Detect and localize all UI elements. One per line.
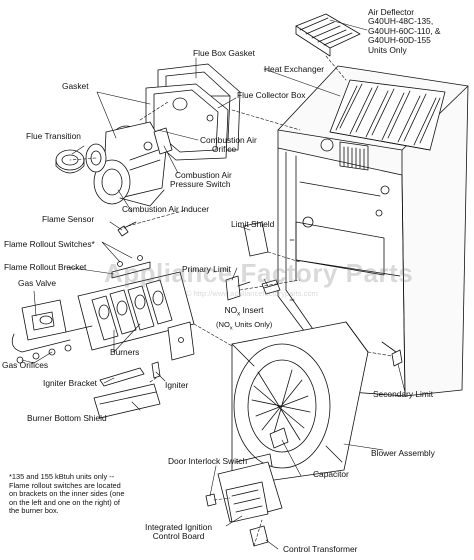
- label-door-interlock-switch: Door Interlock Switch: [168, 456, 248, 466]
- label-burners: Burners: [110, 347, 140, 357]
- flame-rollout-bracket-drawing: [111, 255, 151, 279]
- gas-valve-drawing: [11, 299, 93, 364]
- label-blower-assembly: Blower Assembly: [371, 448, 435, 458]
- pressure-switch-drawing: [143, 127, 173, 155]
- label-igniter: Igniter: [165, 380, 189, 390]
- label-combustion-air-inducer: Combustion Air Inducer: [122, 204, 210, 214]
- label-igniter-bracket: Igniter Bracket: [43, 378, 97, 388]
- heat-exchanger-drawing: [329, 79, 446, 151]
- footnote: *135 and 155 kBtuh units only -- Flame r…: [9, 472, 125, 516]
- label-flue-box-gasket: Flue Box Gasket: [193, 48, 255, 58]
- secondary-limit-drawing: [381, 341, 403, 367]
- label-nox-insert: NOx Insert (NOx Units Only): [216, 305, 273, 332]
- label-limit-shield: Limit Shield: [231, 219, 275, 229]
- label-flue-collector-box: Flue Collector Box: [237, 90, 306, 100]
- igniter-drawing: [99, 361, 161, 387]
- air-deflector-drawing: [295, 13, 361, 57]
- label-air-deflector: Air Deflector G40UH-48C-135, G40UH-60C-1…: [368, 7, 441, 55]
- label-flame-rollout-switches: Flame Rollout Switches*: [4, 239, 95, 249]
- flame-sensor-drawing: [117, 221, 137, 237]
- label-flame-sensor: Flame Sensor: [42, 214, 95, 224]
- label-heat-exchanger: Heat Exchanger: [264, 64, 325, 74]
- label-capacitor: Capacitor: [313, 469, 349, 479]
- blower-assembly-drawing: [231, 321, 369, 487]
- label-gasket: Gasket: [62, 81, 89, 91]
- label-primary-limit: Primary Limit: [182, 264, 231, 274]
- label-combustion-air-pressure-switch: Combustion Air Pressure Switch: [170, 170, 232, 190]
- label-burner-bottom-shield: Burner Bottom Shield: [27, 413, 107, 423]
- control-box-drawing: [205, 453, 283, 547]
- label-flue-transition: Flue Transition: [26, 131, 81, 141]
- label-combustion-air-orifice: Combustion Air Orifice: [200, 135, 257, 155]
- leader-lines: [21, 19, 406, 550]
- label-gas-orifices: Gas Orifices: [2, 360, 49, 370]
- label-secondary-limit: Secondary Limit: [373, 389, 434, 399]
- burner-assembly-drawing: [77, 271, 195, 361]
- label-gas-valve: Gas Valve: [18, 278, 57, 288]
- assembly-dashed-lines: [69, 55, 393, 547]
- nox-insert-drawing: [261, 279, 281, 295]
- primary-limit-drawing: [225, 275, 251, 301]
- label-control-transformer: Control Transformer: [283, 544, 358, 554]
- combustion-air-inducer-drawing: [85, 121, 167, 207]
- label-integrated-ignition-control-board: Integrated Ignition Control Board: [145, 522, 213, 542]
- label-flame-rollout-bracket: Flame Rollout Bracket: [4, 262, 87, 272]
- flue-transition-drawing: [55, 149, 85, 174]
- burner-bottom-shield-drawing: [93, 383, 161, 419]
